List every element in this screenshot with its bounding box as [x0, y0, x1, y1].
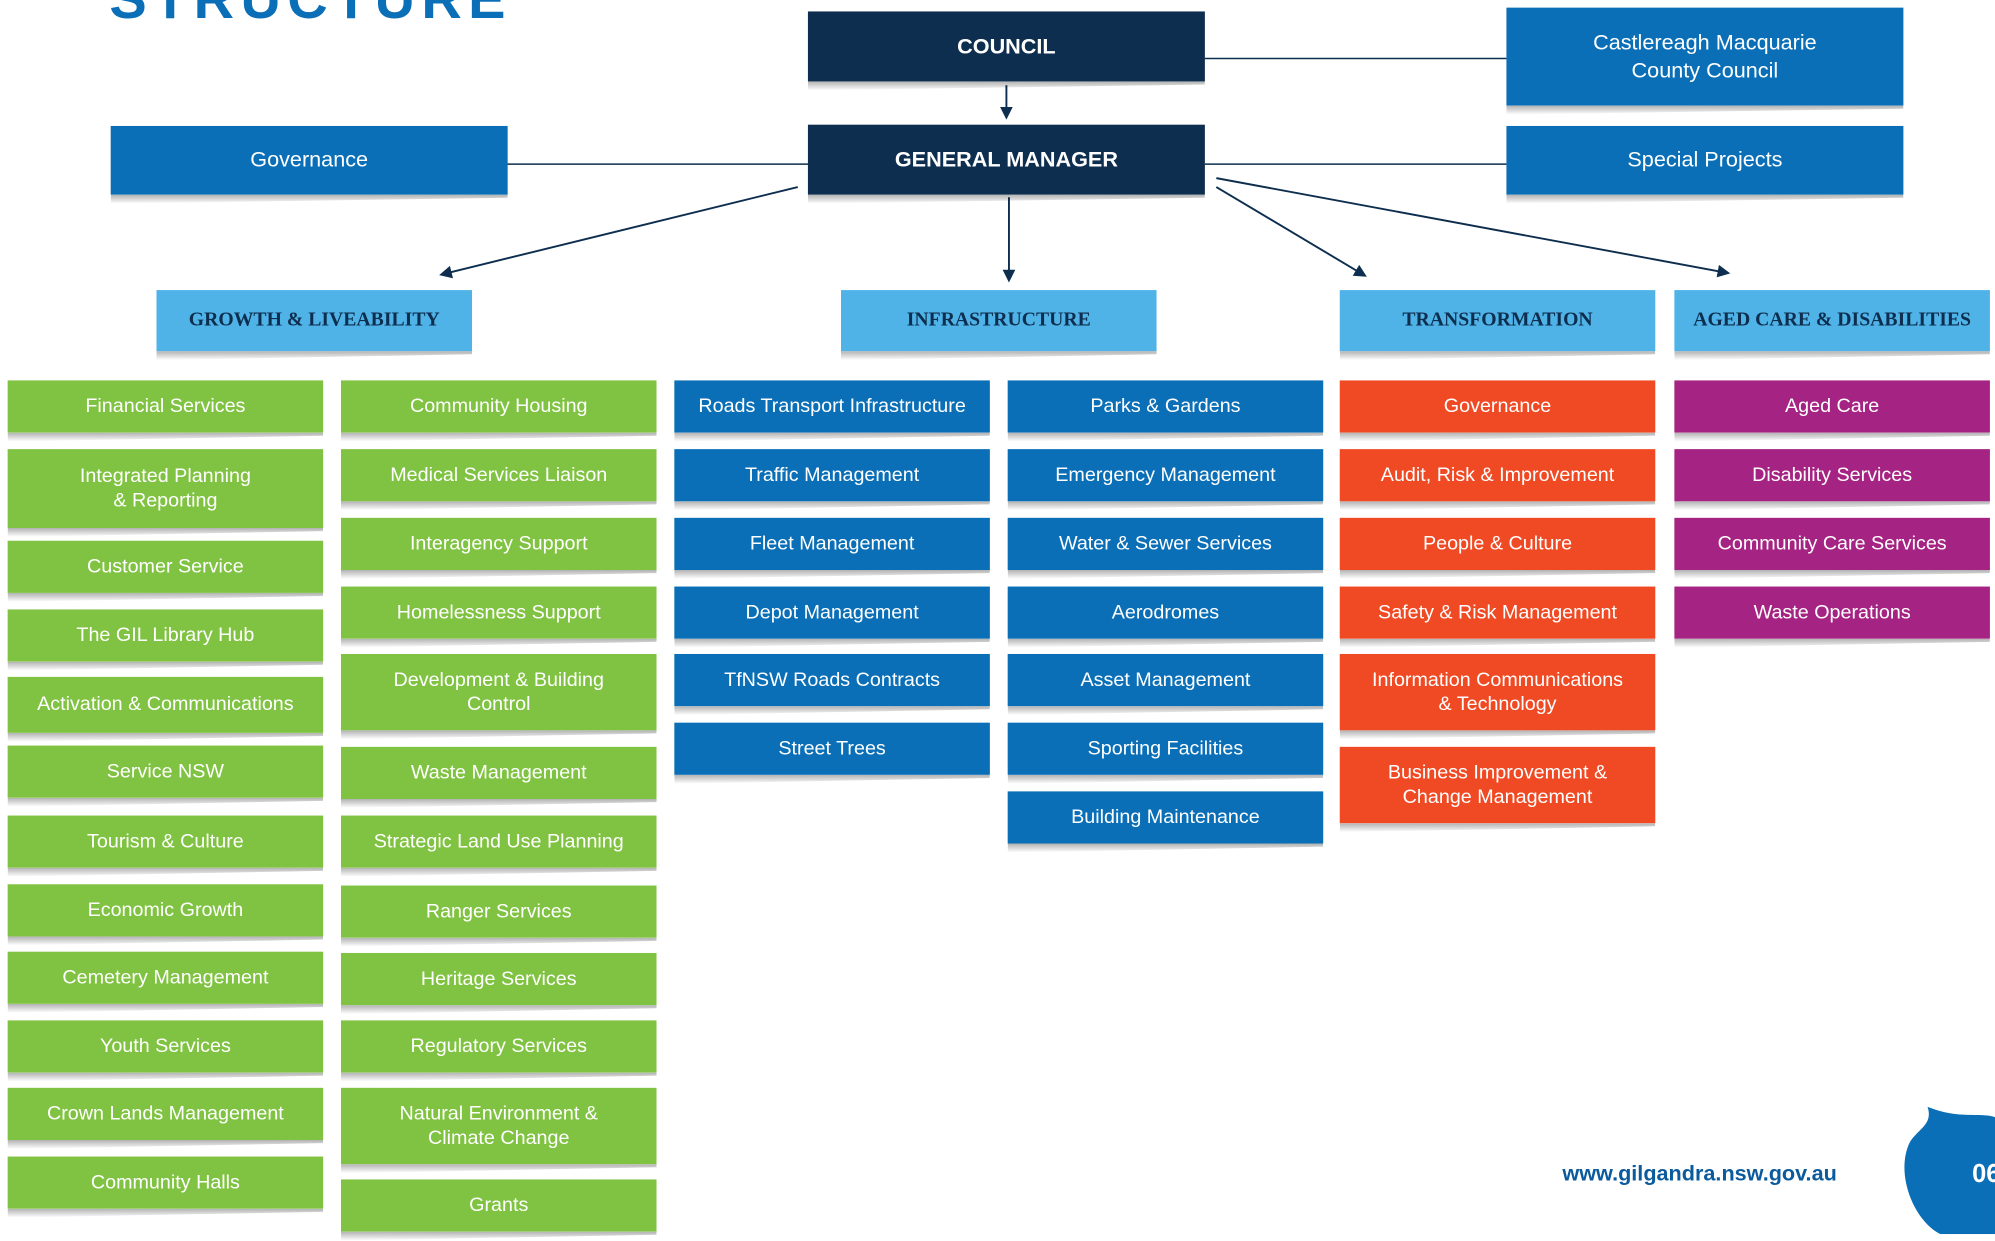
- service-box: Crown Lands Management: [7, 1087, 324, 1140]
- division-header: GROWTH & LIVEABILITY: [156, 290, 473, 352]
- service-box: Audit, Risk & Improvement: [1339, 449, 1656, 502]
- service-box: Youth Services: [7, 1020, 324, 1073]
- website-url: www.gilgandra.nsw.gov.au: [1562, 1161, 1837, 1186]
- arrow-growth-liveability: [439, 186, 798, 279]
- service-box: Asset Management: [1007, 653, 1324, 707]
- service-box: Cemetery Management: [7, 951, 324, 1004]
- service-box: Sporting Facilities: [1007, 722, 1324, 775]
- service-box: Traffic Management: [674, 449, 990, 502]
- service-box: Water & Sewer Services: [1007, 517, 1324, 570]
- governance-box: Governance: [110, 125, 508, 195]
- service-box: Safety & Risk Management: [1339, 586, 1656, 639]
- service-box: Interagency Support: [340, 517, 657, 570]
- service-box: Waste Management: [340, 746, 657, 800]
- service-box: Natural Environment & Climate Change: [340, 1087, 657, 1165]
- service-box: Service NSW: [7, 745, 324, 798]
- arrow-aged-care: [1216, 177, 1731, 278]
- service-box: Aged Care: [1674, 380, 1990, 433]
- service-box: Heritage Services: [340, 952, 657, 1006]
- council-box: COUNCIL: [807, 11, 1205, 82]
- service-box: Emergency Management: [1007, 449, 1324, 502]
- service-box: Disability Services: [1674, 449, 1990, 502]
- service-box: Integrated Planning & Reporting: [7, 449, 324, 529]
- service-box: Financial Services: [7, 380, 324, 433]
- service-box: Development & Building Control: [340, 653, 657, 731]
- service-box: Tourism & Culture: [7, 815, 324, 868]
- county-council-box: Castlereagh Macquarie County Council: [1506, 7, 1904, 106]
- service-box: People & Culture: [1339, 517, 1656, 570]
- arrow-transformation: [1215, 186, 1367, 277]
- division-header: INFRASTRUCTURE: [841, 290, 1157, 352]
- service-box: Depot Management: [674, 586, 990, 639]
- service-box: Regulatory Services: [340, 1020, 657, 1073]
- service-box: Community Halls: [7, 1156, 324, 1209]
- page-title: STRUCTURE: [109, 0, 511, 28]
- service-box: Aerodromes: [1007, 586, 1324, 639]
- division-header: TRANSFORMATION: [1339, 290, 1656, 352]
- service-box: Activation & Communications: [7, 676, 324, 733]
- service-box: Information Communications & Technology: [1339, 653, 1656, 731]
- service-box: Governance: [1339, 380, 1656, 433]
- service-box: Economic Growth: [7, 884, 324, 937]
- service-box: The GIL Library Hub: [7, 609, 324, 662]
- service-box: Fleet Management: [674, 517, 990, 570]
- service-box: Waste Operations: [1674, 586, 1990, 639]
- service-box: Customer Service: [7, 540, 324, 593]
- service-box: Medical Services Liaison: [340, 449, 657, 502]
- service-box: Homelessness Support: [340, 586, 657, 639]
- service-box: Roads Transport Infrastructure: [674, 380, 990, 433]
- special-projects-box: Special Projects: [1506, 125, 1904, 195]
- service-box: Parks & Gardens: [1007, 380, 1324, 433]
- service-box: TfNSW Roads Contracts: [674, 653, 990, 707]
- service-box: Ranger Services: [340, 885, 657, 938]
- service-box: Community Housing: [340, 380, 657, 433]
- division-header: AGED CARE & DISABILITIES: [1674, 290, 1990, 352]
- service-box: Street Trees: [674, 722, 990, 775]
- service-box: Strategic Land Use Planning: [340, 815, 657, 868]
- page-number: 06: [1972, 1160, 1995, 1189]
- general-manager-box: GENERAL MANAGER: [807, 124, 1205, 195]
- service-box: Building Maintenance: [1007, 791, 1324, 844]
- service-box: Community Care Services: [1674, 517, 1990, 570]
- service-box: Business Improvement & Change Management: [1339, 746, 1656, 824]
- service-box: Grants: [340, 1179, 657, 1232]
